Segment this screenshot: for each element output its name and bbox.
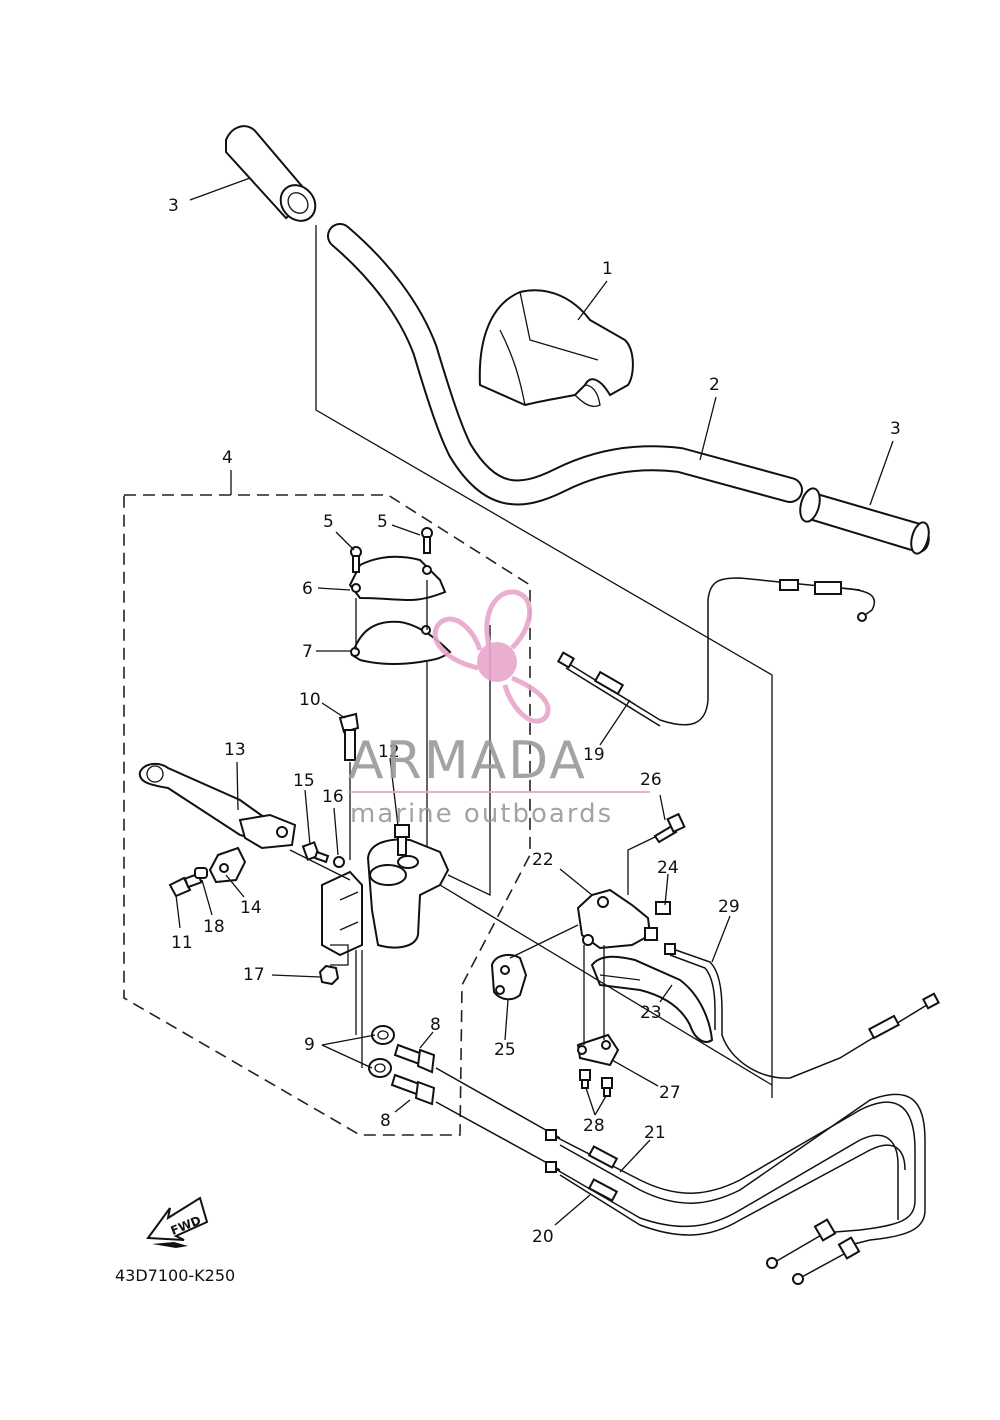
screw-10 [338,712,360,761]
callout-27: 27 [659,1083,681,1103]
throttle-cable-upper [556,577,876,727]
callout-20: 20 [532,1227,554,1247]
callout-28: 28 [583,1116,605,1136]
switch-22 [576,888,658,950]
washer-16 [333,856,345,868]
part-code: 43D7100-K250 [115,1266,235,1285]
nut-17 [318,964,340,986]
watermark-tagline: marine outboards [350,799,613,829]
callout-5-left: 5 [323,512,334,532]
callout-5-right: 5 [377,512,388,532]
bolt-11 [168,872,203,898]
left-grip [225,125,317,222]
callout-8-upper: 8 [430,1015,441,1035]
lever-13 [138,762,297,850]
clamp-25 [490,953,528,1001]
bracket-27 [576,1033,620,1067]
bolt-8-lower [390,1073,436,1106]
screw-12 [394,824,410,856]
callout-6: 6 [302,579,313,599]
callouts: 3 1 2 3 4 5 5 6 7 10 12 13 15 16 14 18 1… [168,196,901,1247]
callout-19: 19 [583,745,605,765]
callout-10: 10 [299,690,321,710]
callout-9: 9 [304,1035,315,1055]
cable-29 [664,943,940,1079]
screw-5-left [350,546,362,573]
screw-15 [301,841,330,864]
holder-14 [208,846,247,884]
callout-3-left: 3 [168,196,179,216]
callout-26: 26 [640,770,662,790]
leader-lines [175,177,894,1226]
callout-4: 4 [222,448,233,468]
callout-3-right: 3 [890,419,901,439]
callout-13: 13 [224,740,246,760]
clamp-lower [350,620,452,666]
handlebar [327,223,803,506]
callout-7: 7 [302,642,313,662]
handlebar-pad [478,289,634,407]
right-grip [799,487,930,555]
bolt-8-upper [393,1043,436,1074]
callout-15: 15 [293,771,315,791]
lever-23 [590,955,714,1043]
callout-17: 17 [243,965,265,985]
callout-2: 2 [709,375,720,395]
propeller-logo-icon [432,589,551,724]
callout-16: 16 [322,787,344,807]
callout-24: 24 [657,858,679,878]
callout-23: 23 [640,1003,662,1023]
callout-21: 21 [644,1123,666,1143]
screw-26 [653,812,686,844]
cables-20-21 [435,1067,926,1285]
callout-18: 18 [203,917,225,937]
callout-12: 12 [378,742,400,762]
screws-28 [579,1069,613,1097]
fwd-arrow-icon: FWD [146,1196,209,1248]
callout-14: 14 [240,898,262,918]
watermark-brand: ARMADA [348,731,587,791]
screw-5-right [421,527,433,554]
watermark: ARMADA marine outboards [348,589,650,829]
bar-reference-line [315,225,773,1098]
screw-24 [655,901,671,915]
collar-18 [194,867,208,879]
washer-9-upper [371,1025,395,1045]
callout-29: 29 [718,897,740,917]
clamp-upper [348,555,447,602]
washer-9-lower [368,1058,392,1078]
callout-25: 25 [494,1040,516,1060]
throttle-housing [321,838,450,957]
callout-8-lower: 8 [380,1111,391,1131]
callout-11: 11 [171,933,193,953]
callout-1: 1 [602,259,613,279]
callout-22: 22 [532,850,554,870]
kit-outline [123,494,531,1136]
